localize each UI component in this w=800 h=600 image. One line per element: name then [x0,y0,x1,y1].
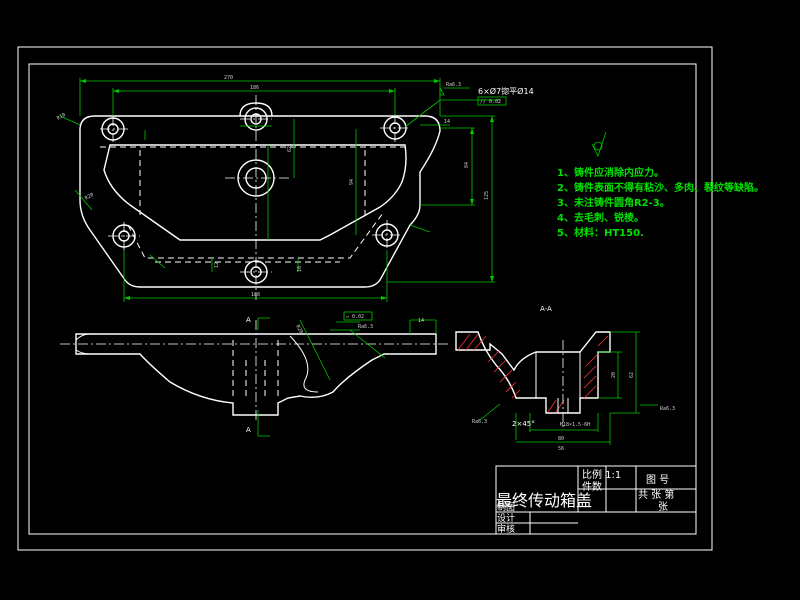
front-view-outline [75,333,437,416]
top-view-centerlines [100,95,410,300]
dim-overall-height: 125 [484,191,490,200]
scale-label: 比例 1:1 [582,468,621,481]
inner-frame [28,63,697,535]
dim-height-84: 84 [464,162,470,168]
checked-label: 审核 [497,523,515,535]
section-bore [535,352,581,413]
thread-callout: M18×1.5-6H [560,422,590,428]
front-view: A A R20 ▱ 0.02 Ra6.3 14 [60,311,450,437]
section-view: A-A 80 56 62 20 Ra6.3 Ra6.3 2×45° M18×1.… [455,305,675,452]
front-view-centerlines [60,320,450,422]
holes-leader [404,99,500,128]
drawing-number-label: 图 号 [646,474,669,486]
front-view-rib [289,335,319,393]
dim-section-20: 20 [611,372,617,378]
top-view-hidden-cavity [100,146,410,259]
dim-hole-spacing-bottom: 188 [251,292,260,298]
roughness-symbol-circle [593,141,603,151]
dim-hole-spacing-top: 186 [250,85,259,91]
note-3: 3、未注铸件圆角R2-3。 [557,196,670,209]
dim-height-62: 62 [287,146,293,152]
dim-height-94: 94 [349,179,355,185]
dim-section-56: 56 [558,446,564,452]
front-view-leaders [299,319,437,381]
top-view-flange [79,115,441,288]
section-hatching [457,333,609,413]
dim-overall-width: 270 [224,75,233,81]
designed-label: 设计 [497,512,515,524]
quantity-label: 件数 [582,480,602,493]
dim-section-80: 80 [558,436,564,442]
section-title: A-A [540,305,552,313]
section-mark-bottom: A [246,426,251,434]
section-dim-lines [479,331,658,445]
part-name: 最终传动箱盖 [496,491,592,510]
chamfer-callout: 2×45° [512,420,535,428]
dim-front-14: 14 [418,318,424,324]
flatness-top: // 0.02 [480,99,501,105]
note-5: 5、材料：HT150. [557,226,644,239]
outer-border [17,46,713,551]
title-block-grid [496,466,696,534]
dim-bottom-16: 16 [297,266,303,272]
dim-bottom-12: 12 [214,262,220,268]
dim-radius-10: R10 [56,112,67,122]
dim-front-radius: R20 [294,324,304,335]
ra-section: Ra6.3 [472,419,487,425]
sheet-label: 张 [658,501,668,513]
technical-notes: 1、铸件应消除内应力。 2、铸件表面不得有粘沙、多肉、裂纹等缺陷。 3、未注铸件… [557,131,764,239]
flatness-frame-front [343,311,373,321]
drawn-label: 制图 [497,501,515,513]
section-cut-line [257,317,270,437]
flatness-frame-top [477,96,507,106]
title-block-frame [495,465,697,535]
flatness-front: ▱ 0.02 [346,314,364,320]
title-block: 比例 1:1 件数 图 号 共 张 第 张 最终传动箱盖 制图 设计 审核 [495,465,697,535]
top-view-dimension-lines [59,78,495,302]
front-view-flange-fillets [75,333,91,355]
ra-front: Ra6.3 [358,324,373,330]
top-view: 270 186 188 125 84 94 62 14 12 16 R10 R2… [56,75,534,302]
ra-section-side: Ra6.3 [660,406,675,412]
sheets-label: 共 张 第 [638,488,674,501]
ra-symbol-top [439,86,470,96]
dim-section-62: 62 [629,372,635,378]
holes-callout: 6×Ø7锪平Ø14 [478,86,534,96]
roughness-symbol [591,131,607,158]
ra-top: Ra6.3 [446,82,461,88]
dim-flange-14: 14 [444,119,450,125]
note-1: 1、铸件应消除内应力。 [557,166,664,179]
note-4: 4、去毛刺、锐棱。 [557,211,644,224]
top-view-inner-rim [103,144,407,241]
note-2: 2、铸件表面不得有粘沙、多肉、裂纹等缺陷。 [557,181,764,194]
section-mark-top: A [246,316,251,324]
dim-radius-20: R20 [84,192,95,202]
